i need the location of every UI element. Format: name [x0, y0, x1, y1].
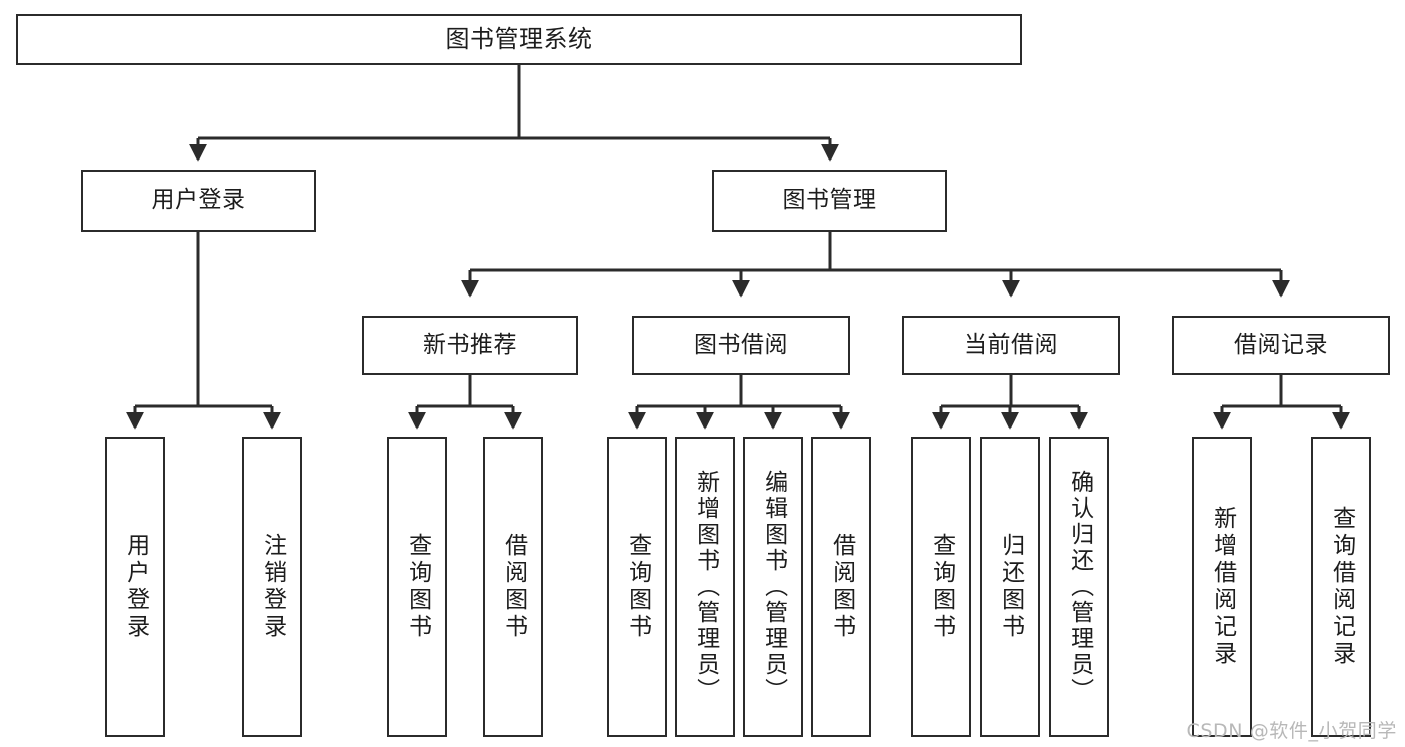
leaf-query-borrow-record[interactable]: 查询借阅记录 [1311, 437, 1371, 737]
node-book-borrow[interactable]: 图书借阅 [632, 316, 850, 375]
node-label: 查询图书 [404, 533, 431, 641]
node-label: 新增图书（管理员） [692, 470, 719, 704]
node-label: 图书借阅 [694, 331, 788, 358]
leaf-user-login[interactable]: 用户登录 [105, 437, 165, 737]
node-label: 当前借阅 [964, 331, 1058, 358]
node-label: 借阅图书 [500, 533, 527, 641]
node-label: 图书管理 [782, 187, 877, 214]
node-label: 注销登录 [259, 533, 286, 641]
leaf-query-book-recommend[interactable]: 查询图书 [387, 437, 447, 737]
node-label: 归还图书 [997, 533, 1024, 641]
node-label: 借阅记录 [1234, 331, 1328, 358]
leaf-confirm-return-admin[interactable]: 确认归还（管理员） [1049, 437, 1109, 737]
node-label: 借阅图书 [828, 533, 855, 641]
node-root-book-management-system[interactable]: 图书管理系统 [16, 14, 1022, 65]
leaf-edit-book-admin[interactable]: 编辑图书（管理员） [743, 437, 803, 737]
leaf-add-book-admin[interactable]: 新增图书（管理员） [675, 437, 735, 737]
node-label: 编辑图书（管理员） [760, 470, 787, 704]
leaf-add-borrow-record[interactable]: 新增借阅记录 [1192, 437, 1252, 737]
leaf-query-book-current[interactable]: 查询图书 [911, 437, 971, 737]
node-label: 新书推荐 [423, 331, 517, 358]
node-label: 查询借阅记录 [1328, 506, 1355, 668]
leaf-query-book-borrow[interactable]: 查询图书 [607, 437, 667, 737]
node-label: 查询图书 [928, 533, 955, 641]
node-label: 用户登录 [151, 187, 246, 214]
leaf-logout[interactable]: 注销登录 [242, 437, 302, 737]
node-label: 图书管理系统 [445, 25, 593, 54]
node-label: 确认归还（管理员） [1066, 470, 1093, 704]
leaf-borrow-book-recommend[interactable]: 借阅图书 [483, 437, 543, 737]
node-label: 查询图书 [624, 533, 651, 641]
node-user-login[interactable]: 用户登录 [81, 170, 316, 232]
node-label: 新增借阅记录 [1209, 506, 1236, 668]
node-current-borrow[interactable]: 当前借阅 [902, 316, 1120, 375]
node-new-book-recommend[interactable]: 新书推荐 [362, 316, 578, 375]
leaf-return-book[interactable]: 归还图书 [980, 437, 1040, 737]
node-label: 用户登录 [122, 533, 149, 641]
node-book-management[interactable]: 图书管理 [712, 170, 947, 232]
node-borrow-record[interactable]: 借阅记录 [1172, 316, 1390, 375]
leaf-borrow-book[interactable]: 借阅图书 [811, 437, 871, 737]
